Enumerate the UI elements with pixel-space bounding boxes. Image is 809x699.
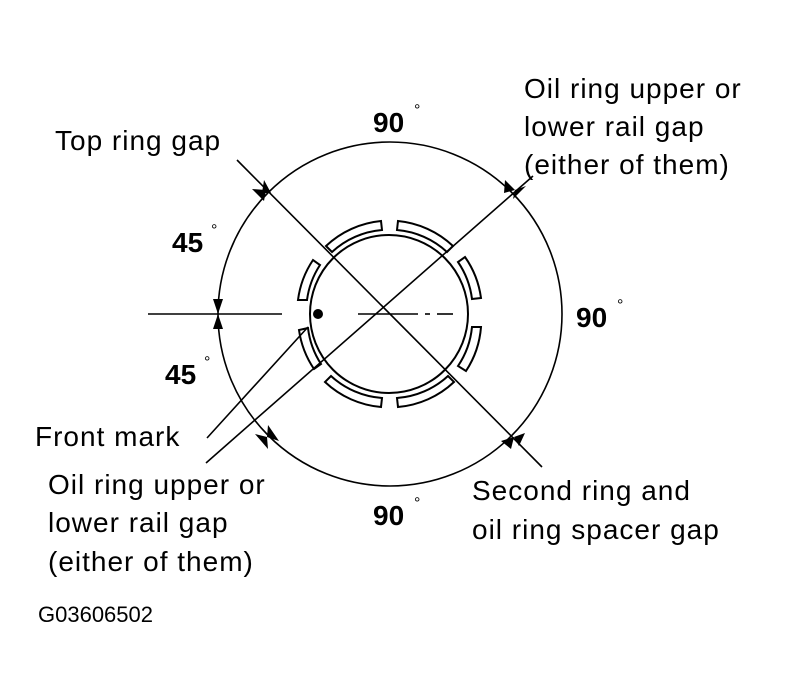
piston-inner-circle [309, 234, 469, 394]
second-ring-label-line2: oil ring spacer gap [472, 514, 720, 545]
oil-ring-gap-label-lower-line1: Oil ring upper or [48, 469, 266, 500]
oil-ring-diagonal-line [205, 175, 534, 464]
angle-top-value: 90 [373, 107, 404, 138]
oil-ring-gap-label-upper-line1: Oil ring upper or [524, 73, 742, 104]
angle-left-lower-degree: ° [204, 354, 210, 371]
angle-top-degree: ° [414, 102, 420, 119]
figure-code: G03606502 [38, 602, 153, 627]
oil-ring-gap-label-lower-line2: lower rail gap [48, 507, 229, 538]
oil-ring-gap-label-lower-line3: (either of them) [48, 546, 254, 577]
front-mark-dot [313, 309, 323, 319]
angle-left-upper-value: 45 [172, 227, 203, 258]
arrowheads [213, 180, 526, 449]
angle-left-upper-degree: ° [211, 222, 217, 239]
angle-right-value: 90 [576, 302, 607, 333]
angle-bottom-degree: ° [414, 495, 420, 512]
angle-right-degree: ° [617, 297, 623, 314]
second-ring-label-line1: Second ring and [472, 475, 691, 506]
oil-ring-gap-label-upper-line2: lower rail gap [524, 111, 705, 142]
top-ring-gap-label: Top ring gap [55, 125, 221, 156]
front-mark-label: Front mark [35, 421, 180, 452]
front-mark-leader [206, 326, 309, 439]
angle-left-lower-value: 45 [165, 359, 196, 390]
oil-ring-gap-label-upper-line3: (either of them) [524, 149, 730, 180]
angle-bottom-value: 90 [373, 500, 404, 531]
